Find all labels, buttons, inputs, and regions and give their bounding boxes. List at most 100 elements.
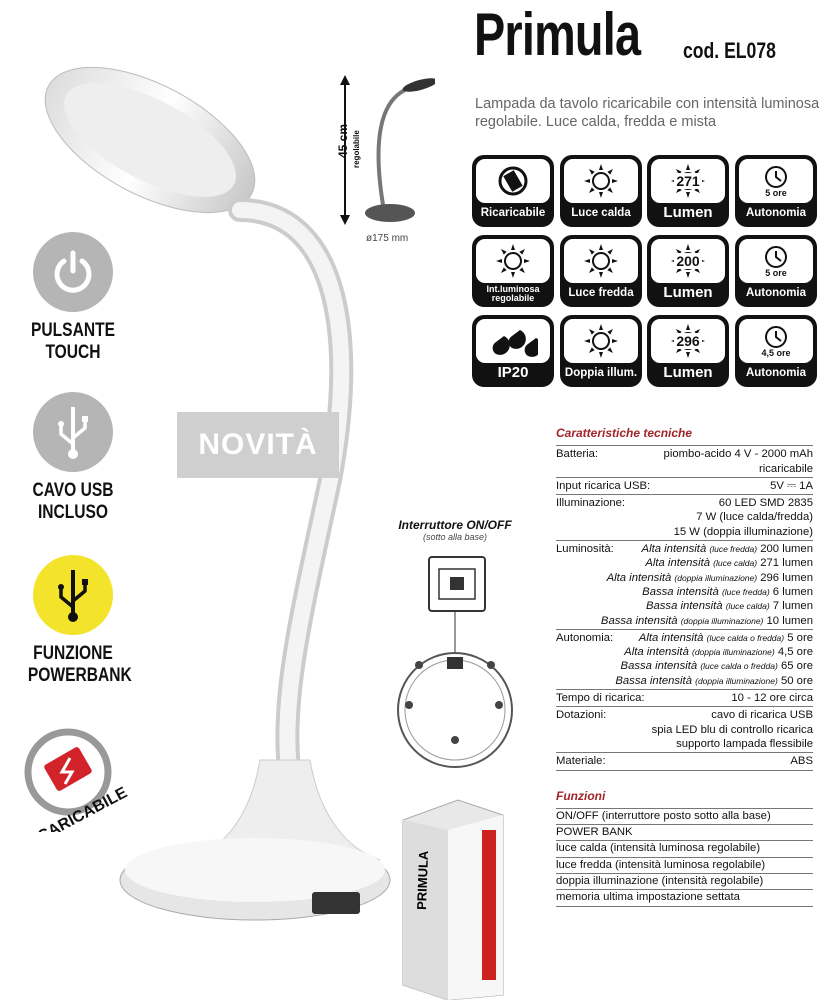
switch-section: Interruttore ON/OFF (sotto alla base) bbox=[380, 518, 530, 542]
feature-icon-tile: Luce calda bbox=[560, 155, 642, 227]
icon-label: Autonomia bbox=[745, 207, 807, 219]
diameter-label: ø175 mm bbox=[366, 233, 409, 244]
icon-label: Lumen bbox=[663, 364, 713, 381]
clock-icon bbox=[765, 325, 787, 348]
product-description: Lampada da tavolo ricaricabile con inten… bbox=[475, 96, 820, 130]
spec-row-luminosity: Luminosità:Alta intensità (luce fredda) … bbox=[556, 540, 813, 629]
clock-icon bbox=[765, 165, 787, 188]
feature-icon-tile: Doppia illum. bbox=[560, 315, 642, 387]
spec-label: Autonomia: bbox=[556, 631, 614, 644]
spec-subrow: Bassa intensità (luce calda) 7 lumen bbox=[645, 600, 813, 613]
spec-subrow: Bassa intensità (luce calda o fredda) 65… bbox=[620, 660, 813, 673]
icon-label: Doppia illum. bbox=[564, 367, 638, 379]
function-item: memoria ultima impostazione settata bbox=[556, 889, 813, 905]
product-code: cod. EL078 bbox=[683, 38, 776, 63]
spec-subrow: Bassa intensità (doppia illuminazione) 1… bbox=[600, 614, 813, 627]
dimension-diagram bbox=[340, 75, 435, 225]
switch-diagram bbox=[397, 556, 513, 768]
functions-list: ON/OFF (interruttore posto sotto alla ba… bbox=[556, 807, 813, 907]
spec-value: 60 LED SMD 2835 bbox=[718, 497, 813, 510]
sun-icon bbox=[584, 164, 618, 198]
function-item: POWER BANK bbox=[556, 824, 813, 840]
spec-subrow: Bassa intensità (doppia illuminazione) 5… bbox=[615, 674, 813, 687]
spec-value: 15 W (doppia illuminazione) bbox=[673, 525, 813, 538]
spec-label: Luminosità: bbox=[556, 543, 614, 556]
height-note: regolabile bbox=[352, 130, 361, 168]
spec-value: ABS bbox=[790, 755, 813, 768]
product-title: Primula bbox=[474, 1, 641, 68]
water-drops-icon bbox=[492, 330, 538, 357]
rechargeable-label: RICARICABILE bbox=[21, 784, 131, 832]
functions-heading: Funzioni bbox=[556, 788, 606, 803]
icon-label: Lumen bbox=[663, 284, 713, 301]
function-item: luce fredda (intensità luminosa regolabi… bbox=[556, 856, 813, 873]
icon-label: Lumen bbox=[663, 204, 713, 221]
spec-value: supporto lampada flessibile bbox=[676, 737, 813, 750]
spec-value: 5V ⎓ 1A bbox=[770, 479, 813, 492]
lamp-image bbox=[44, 66, 391, 921]
spec-label: Dotazioni: bbox=[556, 709, 607, 722]
height-label: 45 cm bbox=[336, 123, 350, 158]
spec-row-material: Materiale: ABS bbox=[556, 752, 813, 771]
icon-label: Ricaricabile bbox=[480, 207, 546, 219]
spec-subrow: Alta intensità (doppia illuminazione) 4,… bbox=[624, 646, 813, 659]
feature-icon-tile: Ricaricabile bbox=[472, 155, 554, 227]
spec-subrow: Alta intensità (doppia illuminazione) 29… bbox=[606, 571, 813, 584]
spec-value: ricaricabile bbox=[759, 462, 813, 475]
spec-label: Tempo di ricarica: bbox=[556, 692, 645, 705]
feature-label: TOUCH bbox=[45, 342, 101, 363]
switch-title: Interruttore ON/OFF bbox=[398, 518, 512, 532]
autonomy-value: 5 ore bbox=[765, 187, 787, 198]
sun-icon bbox=[584, 244, 618, 278]
feature-icon-tile: Luce fredda bbox=[560, 235, 642, 307]
lumen-value: 271 bbox=[674, 173, 702, 189]
usb-icon bbox=[33, 555, 113, 635]
sun-icon bbox=[496, 244, 530, 278]
icon-label: Int.luminosa regolabile bbox=[486, 284, 540, 303]
icon-label: IP20 bbox=[497, 364, 529, 381]
spec-label: Materiale: bbox=[556, 755, 606, 768]
spec-value: spia LED blu di controllo ricarica bbox=[651, 723, 813, 736]
feature-icon-tile: Int.luminosa regolabile bbox=[472, 235, 554, 307]
icon-label: Luce calda bbox=[571, 207, 631, 219]
spec-label: Illuminazione: bbox=[556, 497, 626, 510]
specs-heading: Caratteristiche tecniche bbox=[556, 426, 693, 440]
lumen-value: 200 bbox=[674, 253, 702, 269]
function-item: ON/OFF (interruttore posto sotto alla ba… bbox=[556, 807, 813, 824]
feature-icon-tile: IP20 bbox=[472, 315, 554, 387]
rechargeable-icon bbox=[498, 166, 528, 196]
usb-icon bbox=[33, 392, 113, 472]
spec-subrow: Autonomia:Alta intensità (luce calda o f… bbox=[556, 631, 813, 644]
rechargeable-icon: RICARICABILE bbox=[21, 728, 131, 832]
spec-row-autonomy: Autonomia:Alta intensità (luce calda o f… bbox=[556, 628, 813, 689]
function-item: luce calda (intensità luminosa regolabil… bbox=[556, 840, 813, 856]
icon-label: Autonomia bbox=[745, 287, 807, 299]
feature-label: PULSANTE bbox=[31, 320, 115, 341]
tech-specs: Caratteristiche tecniche Batteria:piombo… bbox=[556, 426, 813, 907]
feature-label: FUNZIONE bbox=[33, 643, 113, 664]
autonomy-value: 4,5 ore bbox=[761, 347, 791, 358]
icon-label: Luce fredda bbox=[568, 287, 634, 299]
feature-label: INCLUSO bbox=[37, 502, 109, 523]
spec-subrow: Luminosità:Alta intensità (luce fredda) … bbox=[556, 543, 813, 556]
spec-value: piombo-acido 4 V - 2000 mAh bbox=[663, 448, 813, 461]
box-label: PRIMULA bbox=[414, 850, 431, 910]
spec-label: Input ricarica USB: bbox=[556, 479, 651, 492]
feature-label: POWERBANK bbox=[27, 665, 132, 686]
autonomy-value: 5 ore bbox=[765, 267, 787, 278]
feature-label: CAVO USB bbox=[32, 480, 114, 501]
spec-subrow: Bassa intensità (luce fredda) 6 lumen bbox=[642, 585, 813, 598]
icon-label: Autonomia bbox=[745, 367, 807, 379]
power-icon bbox=[33, 232, 113, 312]
novita-badge: NOVITÀ bbox=[177, 412, 339, 478]
spec-value: 10 - 12 ore circa bbox=[731, 692, 813, 705]
